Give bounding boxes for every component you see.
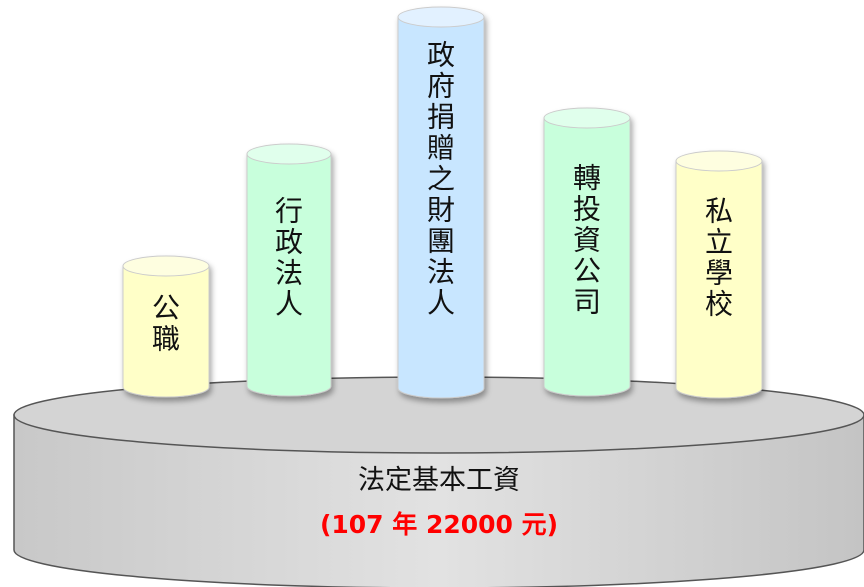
pillar-sili-xuexiao xyxy=(675,150,763,399)
pillar-gong-zhi xyxy=(122,255,210,398)
base-title: 法定基本工資 xyxy=(358,465,520,496)
pillar-label-sili-xuexiao: 私立學校 xyxy=(701,196,734,320)
pillar-zhengfu-juanzeng xyxy=(397,6,485,399)
pillar-xingzheng-faren xyxy=(246,143,332,397)
pillar-label-gong-zhi: 公職 xyxy=(148,293,181,355)
base-subtitle: (107 年 22000 元) xyxy=(319,510,559,539)
pillar-label-zhengfu-juanzeng: 政府捐贈之財團法人 xyxy=(423,40,456,319)
pillar-label-xingzheng-faren: 行政法人 xyxy=(271,196,304,320)
base-cylinder xyxy=(13,376,864,587)
pillar-zhuan-touzi xyxy=(543,107,631,397)
pillar-label-zhuan-touzi: 轉投資公司 xyxy=(569,163,602,318)
